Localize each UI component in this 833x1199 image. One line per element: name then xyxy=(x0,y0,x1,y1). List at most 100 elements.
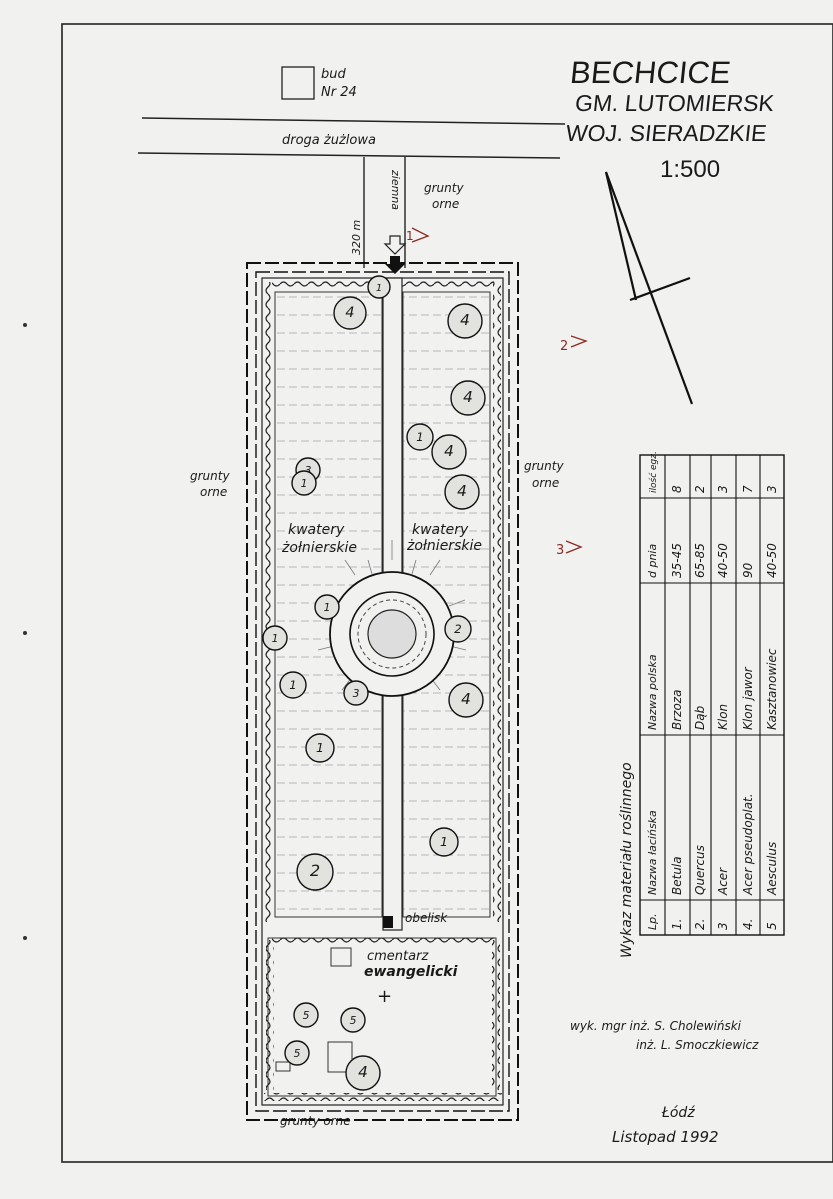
road-edge-top xyxy=(141,117,566,125)
binder-hole xyxy=(23,323,27,327)
building-label: bud xyxy=(321,67,346,82)
quarter-left-label2: żołnierskie xyxy=(281,540,357,556)
tree-number: 3 xyxy=(305,464,312,477)
tree-number: 4 xyxy=(463,388,473,406)
place-title: BECHCICE xyxy=(569,55,733,90)
tree-symbol: 1 xyxy=(429,827,459,857)
table-cell: 40-50 xyxy=(765,543,779,578)
north-arrow-icon xyxy=(604,171,694,405)
view-mark-3: 3 xyxy=(556,543,564,558)
tree-number: 1 xyxy=(416,430,423,444)
tree-symbol: 4 xyxy=(450,380,486,416)
table-cell: 8 xyxy=(670,485,684,493)
boundary-inner xyxy=(255,271,510,1112)
table-cell: Klon xyxy=(716,704,730,730)
binder-hole xyxy=(23,936,27,940)
tree-number: 1 xyxy=(440,834,448,849)
plant-table: Wykaz materiału roślinnego Lp.Nazwa łaci… xyxy=(619,451,785,958)
table-cell: Dąb xyxy=(693,705,707,730)
tree-symbol: 4 xyxy=(447,303,483,339)
binder-hole xyxy=(23,631,27,635)
date-label: Listopad 1992 xyxy=(612,1128,719,1146)
fields-right-label2: orne xyxy=(532,476,559,490)
table-cell: 2 xyxy=(693,485,707,493)
tree-number: 4 xyxy=(358,1063,368,1081)
hedge-right xyxy=(493,282,501,922)
road-label: droga żużlowa xyxy=(282,133,376,148)
tree-symbol: 1 xyxy=(314,594,340,620)
tree-symbol: 4 xyxy=(444,474,480,510)
voivodeship-title: WOJ. SIERADZKIE xyxy=(565,120,768,146)
tree-number: 4 xyxy=(444,442,454,460)
tree-symbol: 1 xyxy=(406,423,434,451)
table-cell: Betula xyxy=(670,856,684,895)
table-cell: 3 xyxy=(765,485,779,493)
tree-number: 1 xyxy=(324,601,331,614)
tree-number: 5 xyxy=(350,1014,357,1027)
hedge-cem-top xyxy=(272,936,494,944)
table-cell: 7 xyxy=(741,485,755,493)
building-nr24 xyxy=(281,66,315,100)
tree-number: 4 xyxy=(461,690,471,708)
view-mark-2-arrow xyxy=(570,335,588,348)
table-cell: Kasztanowiec xyxy=(765,648,779,730)
tree-number: 2 xyxy=(454,622,461,636)
sheet-border xyxy=(61,23,833,1163)
entrance-arrow-icon xyxy=(383,235,407,274)
tree-symbol: 3 xyxy=(343,680,369,706)
tree-number: 1 xyxy=(376,283,382,294)
table-cell: 3 xyxy=(716,922,730,930)
tree-symbol: 1 xyxy=(291,470,317,496)
tree-symbol: 4 xyxy=(431,434,467,470)
city-label: Łódź xyxy=(661,1105,695,1121)
table-header-cell: Lp. xyxy=(646,913,659,930)
tree-symbol: 4 xyxy=(333,296,367,330)
boundary-outer xyxy=(246,262,519,1121)
cross-icon: + xyxy=(377,986,392,1007)
table-header-cell: ilość egz. xyxy=(648,451,659,493)
table-cell: Aesculus xyxy=(765,842,779,896)
fields-top-label2: orne xyxy=(432,197,459,211)
credits-coauthor: inż. L. Smoczkiewicz xyxy=(636,1038,759,1052)
view-mark-1-num: 1 xyxy=(406,229,414,243)
tree-number: 1 xyxy=(316,740,324,755)
evangelical-cemetery xyxy=(267,937,497,1097)
hedge-bottom-left xyxy=(264,1093,502,1101)
tree-number: 5 xyxy=(303,1009,310,1022)
obelisk-label: obelisk xyxy=(405,911,448,925)
tree-symbol: 2 xyxy=(444,615,472,643)
hedge-left xyxy=(264,282,272,922)
fields-left-label: grunty xyxy=(190,469,230,483)
tree-number: 2 xyxy=(310,861,320,880)
lane-label: ziemna xyxy=(389,169,402,210)
tree-number: 1 xyxy=(272,632,279,645)
fields-bottom-label: grunty orne xyxy=(280,1114,351,1128)
table-cell: Quercus xyxy=(693,845,707,895)
view-mark-2: 2 xyxy=(560,339,568,354)
building-number: Nr 24 xyxy=(321,85,357,100)
fields-left-label2: orne xyxy=(200,485,227,499)
table-cell: 40-50 xyxy=(716,543,730,578)
quarter-right-label: kwatery xyxy=(412,522,469,538)
table-header-cell: Nazwa łacińska xyxy=(646,810,659,895)
table-cell: 4. xyxy=(741,919,755,930)
table-cell: 1. xyxy=(670,919,684,930)
table-cell: 35-45 xyxy=(670,543,684,578)
table-cell: 90 xyxy=(741,562,755,578)
tree-symbol: 4 xyxy=(345,1055,381,1091)
tree-symbol: 5 xyxy=(284,1040,310,1066)
gmina-title: GM. LUTOMIERSK xyxy=(574,90,776,116)
table-cell: Klon jawor xyxy=(741,666,755,730)
tree-symbol: 2 xyxy=(296,853,334,891)
cemetery-label: cmentarz xyxy=(367,949,429,964)
road-edge-bottom xyxy=(137,152,561,159)
table-cell: 65-85 xyxy=(693,543,707,578)
scale-label: 1:500 xyxy=(660,156,720,183)
cemetery-label2: ewangelicki xyxy=(364,964,458,980)
tree-number: 4 xyxy=(460,311,470,329)
tree-symbol: 1 xyxy=(367,275,391,299)
quarter-right-label2: żołnierskie xyxy=(406,538,482,554)
cemetery-plot xyxy=(275,1061,291,1072)
tree-symbol: 1 xyxy=(262,625,288,651)
